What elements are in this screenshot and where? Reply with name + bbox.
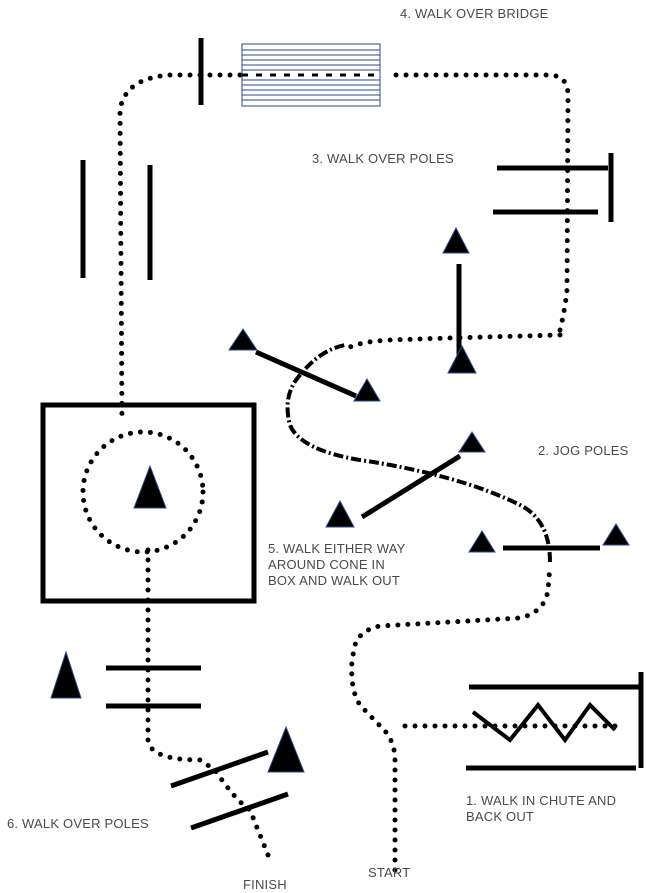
label-walk-over-poles-bottom: 6. WALK OVER POLES xyxy=(7,816,149,831)
label-start: START xyxy=(368,865,410,880)
path-exit-box xyxy=(145,547,273,863)
loop-around-cone xyxy=(80,429,206,555)
cone-icon xyxy=(458,431,486,453)
cone-icon xyxy=(325,499,355,528)
bridge xyxy=(241,43,381,107)
cone-icon xyxy=(267,725,305,773)
cone-icon xyxy=(447,344,477,374)
cone-icon xyxy=(602,523,630,546)
label-walk-over-poles-top: 3. WALK OVER POLES xyxy=(312,151,454,166)
walking-path xyxy=(349,562,553,873)
diagonal-pole-upper xyxy=(254,349,358,399)
label-jog-poles: 2. JOG POLES xyxy=(538,443,629,458)
cone-icon xyxy=(228,328,258,351)
path-to-bridge xyxy=(387,72,571,333)
cone-icon xyxy=(353,378,381,402)
label-box-line-3: BOX AND WALK OUT xyxy=(268,573,400,588)
cone-icon xyxy=(442,226,470,254)
cone-icon xyxy=(50,650,82,699)
chute-zigzag xyxy=(471,701,617,744)
jog-path xyxy=(285,343,552,563)
bottom-pole-diagonal-2 xyxy=(190,791,289,831)
label-finish: FINISH xyxy=(243,877,287,892)
box xyxy=(40,402,257,604)
path-into-box-dotted xyxy=(342,332,563,353)
label-chute-line-2: BACK OUT xyxy=(466,809,534,824)
cone-icon xyxy=(133,464,167,509)
path-from-bridge xyxy=(117,72,243,423)
label-box-line-2: AROUND CONE IN xyxy=(268,557,385,572)
label-chute-line-1: 1. WALK IN CHUTE AND xyxy=(466,793,616,808)
cone-icon xyxy=(468,530,496,553)
label-walk-over-bridge: 4. WALK OVER BRIDGE xyxy=(400,6,549,21)
diagonal-pole-middle xyxy=(360,453,462,520)
label-box-line-1: 5. WALK EITHER WAY xyxy=(268,541,406,556)
bottom-pole-diagonal-1 xyxy=(170,749,269,789)
